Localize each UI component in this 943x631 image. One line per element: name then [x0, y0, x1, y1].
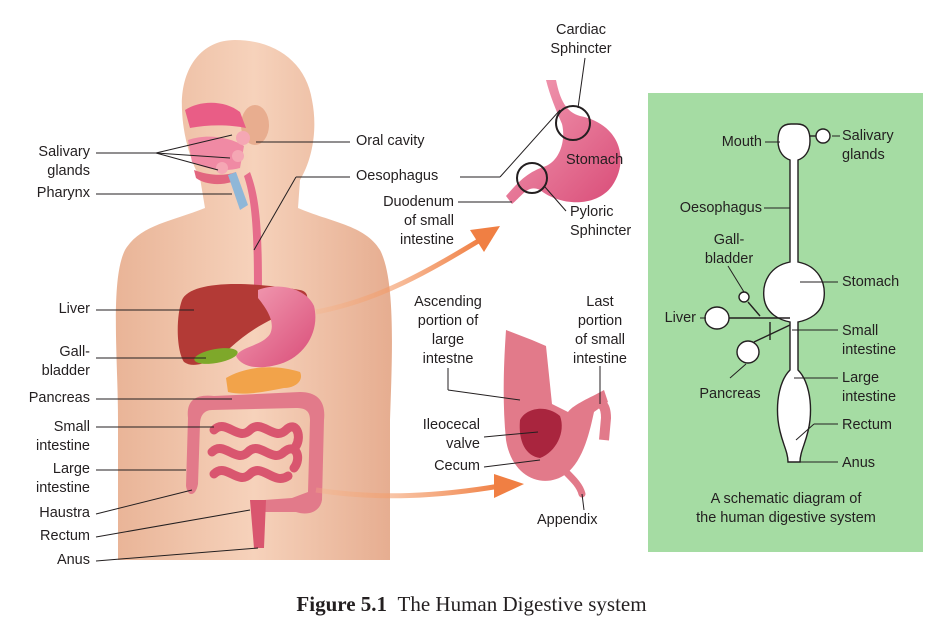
- stomach-inset: [506, 80, 621, 204]
- pyloric-sphincter-ring: [516, 162, 548, 194]
- caption-text: The Human Digestive system: [397, 592, 647, 616]
- schematic-description: A schematic diagram of the human digesti…: [696, 491, 876, 526]
- label-oral-cavity: Oral cavity: [356, 133, 425, 149]
- caption-number: Figure 5.1: [296, 592, 388, 616]
- salivary-glands: [216, 131, 250, 174]
- label-gall-bladder: Gall- bladder: [41, 344, 90, 379]
- intestine-arrow: [315, 483, 501, 499]
- label-stomach: Stomach: [566, 152, 624, 168]
- rectum: [250, 500, 266, 548]
- label-rectum: Rectum: [40, 528, 90, 544]
- schematic-label-rectum: Rectum: [842, 417, 892, 433]
- stomach: [236, 286, 316, 368]
- stomach-arrow: [315, 237, 482, 315]
- figure-caption: Figure 5.1 The Human Digestive system: [0, 592, 943, 617]
- label-large-intestine: Large intestine: [35, 461, 90, 496]
- label-small-intestine: Small intestine: [35, 419, 90, 454]
- label-cardiac-sphincter: Cardiac Sphincter: [550, 22, 612, 57]
- schematic-label-stomach: Stomach: [842, 274, 900, 290]
- label-liver: Liver: [58, 301, 90, 317]
- trachea: [228, 172, 248, 210]
- stomach-arrowhead: [470, 226, 500, 252]
- schematic-leader-lines: [700, 135, 840, 463]
- oral-cavity: [185, 102, 246, 185]
- intestine-arrowhead: [494, 474, 524, 498]
- label-ileocecal-valve: Ileocecal valve: [422, 417, 480, 452]
- label-ascending-portion: Ascending portion of large intestne: [414, 294, 482, 367]
- label-oesophagus: Oesophagus: [356, 168, 439, 184]
- label-pancreas: Pancreas: [28, 390, 90, 406]
- label-pyloric-sphincter: Pyloric Sphincter: [570, 204, 632, 239]
- schematic-label-small-intestine: Small intestine: [842, 323, 897, 358]
- schematic-panel: [648, 93, 923, 552]
- schematic-diagram: [704, 123, 831, 463]
- label-appendix: Appendix: [537, 512, 598, 528]
- pancreas: [226, 367, 302, 394]
- label-cecum: Cecum: [434, 458, 480, 474]
- leader-lines: [95, 57, 601, 562]
- appendix: [562, 468, 586, 498]
- schematic-label-salivary-glands: Salivary glands: [842, 128, 894, 163]
- schematic-label-pancreas: Pancreas: [699, 386, 761, 402]
- label-haustra: Haustra: [39, 505, 90, 521]
- label-pharynx: Pharynx: [36, 185, 90, 201]
- cardiac-sphincter-ring: [555, 105, 591, 141]
- schematic-label-mouth: Mouth: [721, 134, 762, 150]
- caecum-inset: [503, 330, 612, 498]
- label-anus: Anus: [56, 552, 90, 568]
- gall-bladder: [194, 348, 238, 364]
- label-salivary-glands: Salivary glands: [38, 144, 90, 179]
- label-duodenum: Duodenum of small intestine: [383, 194, 454, 248]
- schematic-label-anus: Anus: [842, 455, 876, 471]
- label-last-portion: Last portion of small intestine: [572, 294, 627, 367]
- large-intestine: [186, 392, 325, 514]
- small-intestine: [207, 422, 303, 483]
- oesophagus-tube: [244, 172, 262, 290]
- schematic-label-oesophagus: Oesophagus: [679, 200, 762, 216]
- schematic-label-gall-bladder: Gall- bladder: [704, 232, 754, 267]
- schematic-label-liver: Liver: [664, 310, 696, 326]
- schematic-label-large-intestine: Large intestine: [842, 370, 897, 405]
